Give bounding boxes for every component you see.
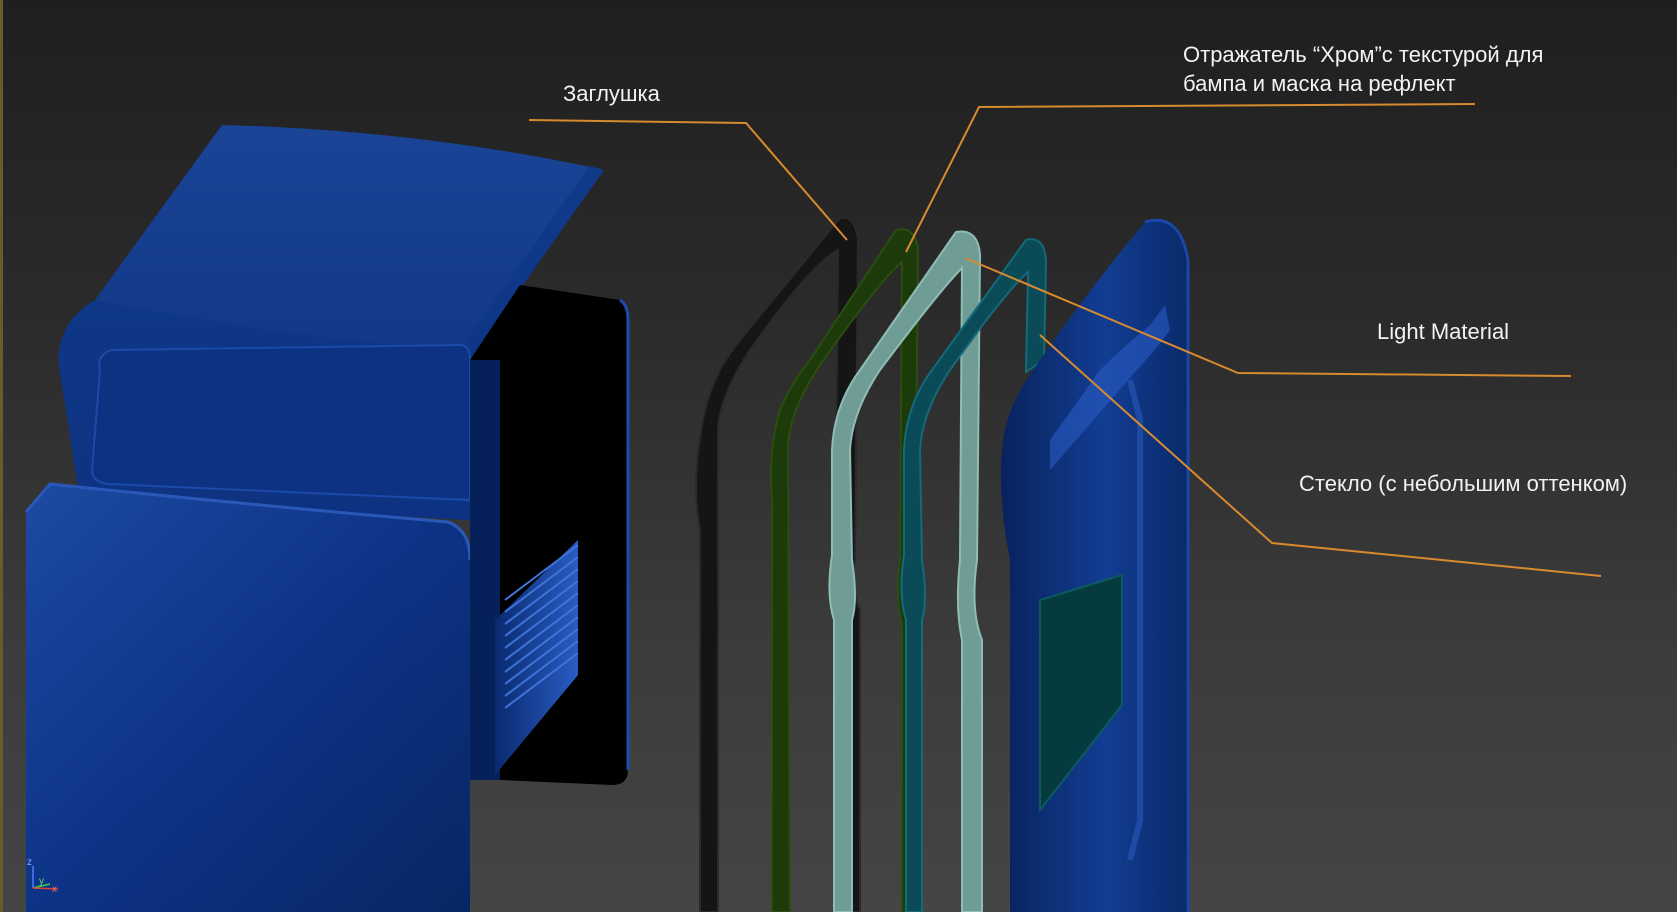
leader-line-light — [964, 257, 1572, 377]
housing-cooling-fins — [495, 540, 579, 775]
callout-reflector-line1: Отражатель “Хром”с текстурой для — [1183, 42, 1544, 67]
viewport-border — [0, 0, 3, 912]
axis-x-label: x — [52, 884, 57, 895]
axis-z-label: z — [27, 857, 32, 868]
glass-frame — [900, 238, 1048, 912]
axis-gizmo: z y x — [27, 857, 59, 895]
callout-plug-text: Заглушка — [563, 81, 660, 106]
axis-y-label: y — [39, 876, 44, 887]
lamp-housing — [24, 125, 630, 912]
callout-light-text: Light Material — [1377, 319, 1510, 344]
callout-plug-label: Заглушка — [563, 79, 660, 108]
callout-glass-text: Стекло (с небольшим оттенком) — [1299, 471, 1628, 496]
callout-light-label: Light Material — [1377, 317, 1509, 346]
callout-reflector-label: Отражатель “Хром”с текстурой для бампа и… — [1183, 40, 1543, 98]
leader-line-reflector — [905, 103, 1476, 253]
leader-line-glass — [1039, 334, 1602, 577]
front-lens-housing — [1001, 218, 1190, 912]
leader-lines — [528, 103, 1602, 577]
leader-line-plug — [528, 119, 848, 241]
callout-reflector-line2: бампа и маска на рефлект — [1183, 71, 1456, 96]
callout-glass-label: Стекло (с небольшим оттенком) — [1299, 469, 1627, 498]
light-material-frame — [828, 230, 983, 912]
